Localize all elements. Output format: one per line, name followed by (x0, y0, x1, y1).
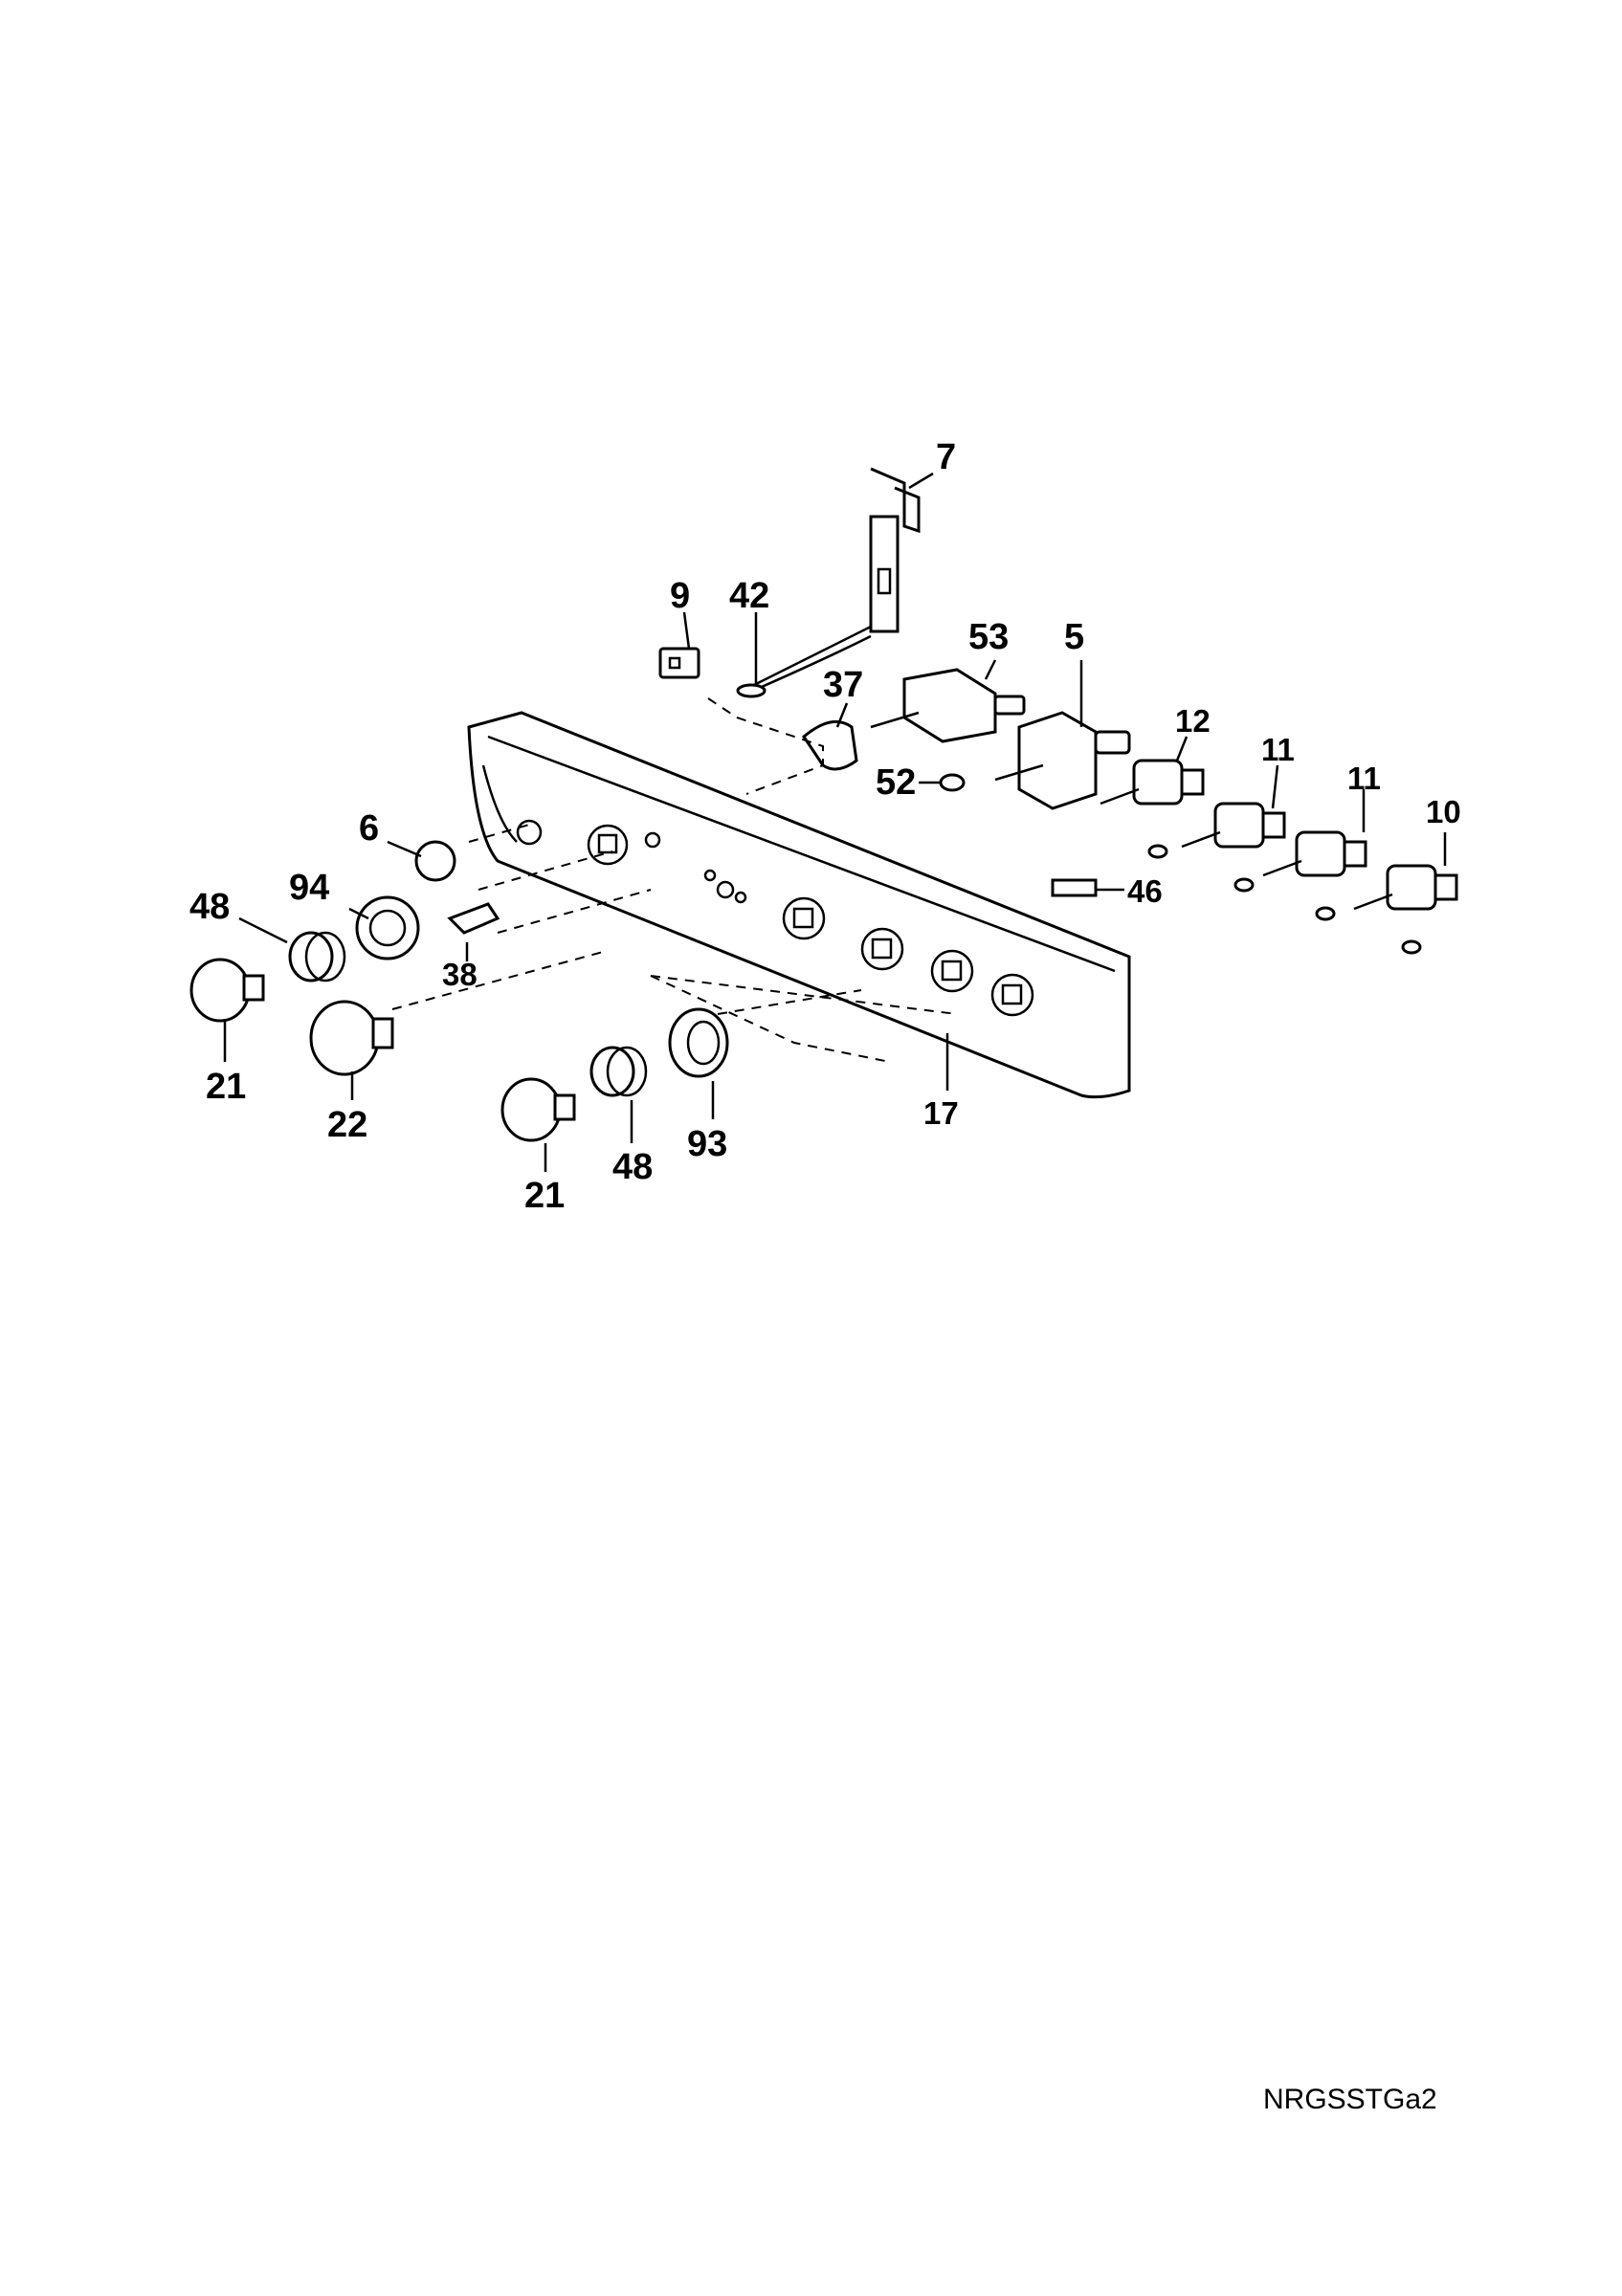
callout-37: 37 (823, 665, 863, 705)
callout-12: 12 (1175, 703, 1211, 739)
bracket (869, 467, 921, 633)
switch-and-wire (658, 625, 872, 698)
clip-46 (1051, 878, 1098, 897)
callout-42: 42 (729, 576, 769, 616)
assembly-guide-lines (391, 697, 958, 1063)
callout-38: 38 (442, 957, 478, 992)
callout-11-second: 11 (1347, 761, 1381, 796)
callout-7: 7 (936, 437, 956, 477)
callout-46: 46 (1127, 873, 1163, 909)
callout-10: 10 (1426, 794, 1461, 829)
callout-21-left: 21 (206, 1067, 246, 1107)
callout-5: 5 (1064, 617, 1084, 657)
control-panel (467, 711, 1131, 1099)
callout-94: 94 (289, 868, 329, 908)
callout-52: 52 (876, 762, 916, 803)
callout-22: 22 (327, 1105, 367, 1145)
gas-valves (1100, 759, 1458, 955)
leader-lines (223, 472, 1447, 1172)
part-37 (802, 719, 858, 771)
callout-6: 6 (359, 808, 379, 849)
thermostat (994, 711, 1131, 810)
tap-assembly (870, 668, 1026, 743)
callout-93: 93 (687, 1124, 727, 1164)
callout-17: 17 (923, 1095, 959, 1131)
callout-9: 9 (670, 576, 690, 616)
knobs-and-rings (189, 840, 729, 1142)
callout-48-left: 48 (189, 887, 230, 927)
callout-numbers: 7 9 42 53 5 37 12 11 11 10 52 6 94 48 46… (189, 437, 1461, 1216)
callout-11-first: 11 (1261, 732, 1295, 767)
callout-21-bottom: 21 (524, 1176, 565, 1216)
callout-48-bottom: 48 (612, 1147, 653, 1187)
diagram-reference-code: NRGSSTGa2 (1263, 2084, 1437, 2115)
callout-53: 53 (968, 617, 1009, 657)
washer-52 (939, 773, 966, 792)
